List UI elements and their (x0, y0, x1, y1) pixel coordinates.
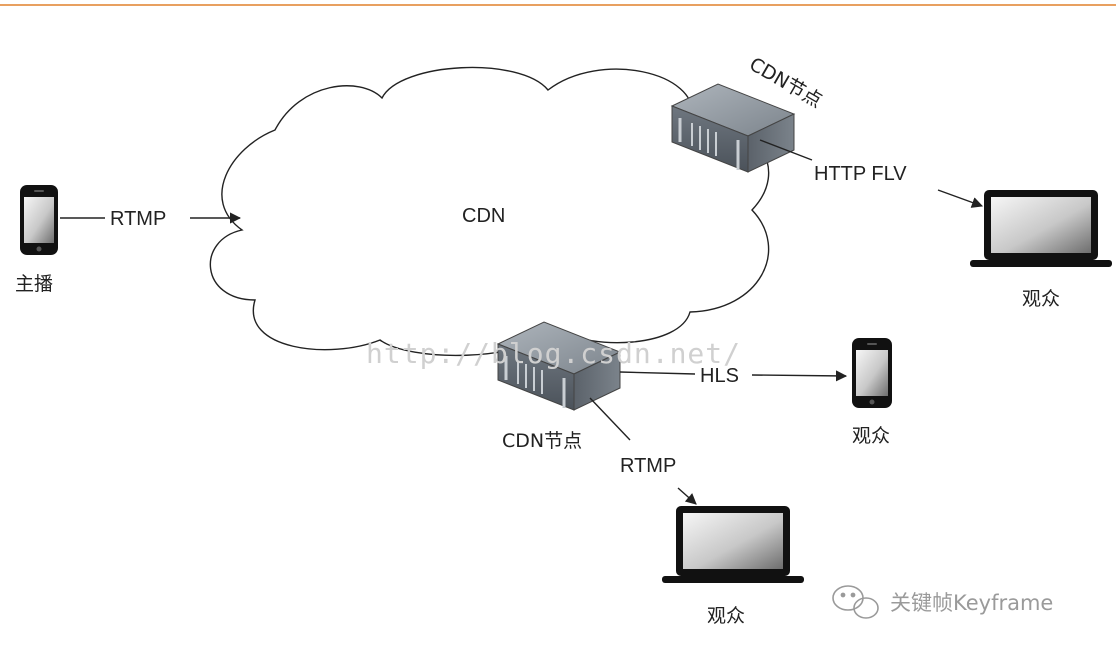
brand-text: 关键帧Keyframe (890, 591, 1053, 615)
cdn-node-bottom-server-icon (496, 321, 622, 411)
cloud-label: CDN (462, 205, 505, 227)
hls-arrow (751, 370, 848, 382)
http-flv-line (759, 139, 813, 161)
viewer-laptop-bottom-label: 观众 (707, 605, 745, 627)
broadcaster-label: 主播 (15, 273, 53, 295)
rtmp-pull-line (589, 397, 631, 441)
wechat-logo-icon (832, 585, 879, 619)
hls-label: HLS (700, 365, 739, 387)
cdn-cloud (209, 66, 770, 357)
broadcaster-phone-icon (20, 185, 58, 255)
http-flv-arrow (937, 189, 984, 208)
cdn-node-top-server-icon (670, 83, 796, 173)
hls-line (619, 371, 696, 375)
watermark: http://blog.csdn.net/ (366, 337, 741, 370)
viewer-phone-label: 观众 (852, 425, 890, 447)
viewer-phone-icon (852, 338, 892, 408)
viewer-top-right-label: 观众 (1022, 288, 1060, 310)
rtmp-upload-label: RTMP (110, 208, 166, 230)
rtmp-pull-label: RTMP (620, 455, 676, 477)
http-flv-label: HTTP FLV (814, 163, 907, 185)
viewer-laptop-bottom-icon (662, 506, 804, 583)
cdn-node-bottom-label: CDN节点 (502, 430, 582, 452)
viewer-laptop-top-icon (970, 190, 1112, 267)
rtmp-pull-arrow (677, 487, 697, 505)
